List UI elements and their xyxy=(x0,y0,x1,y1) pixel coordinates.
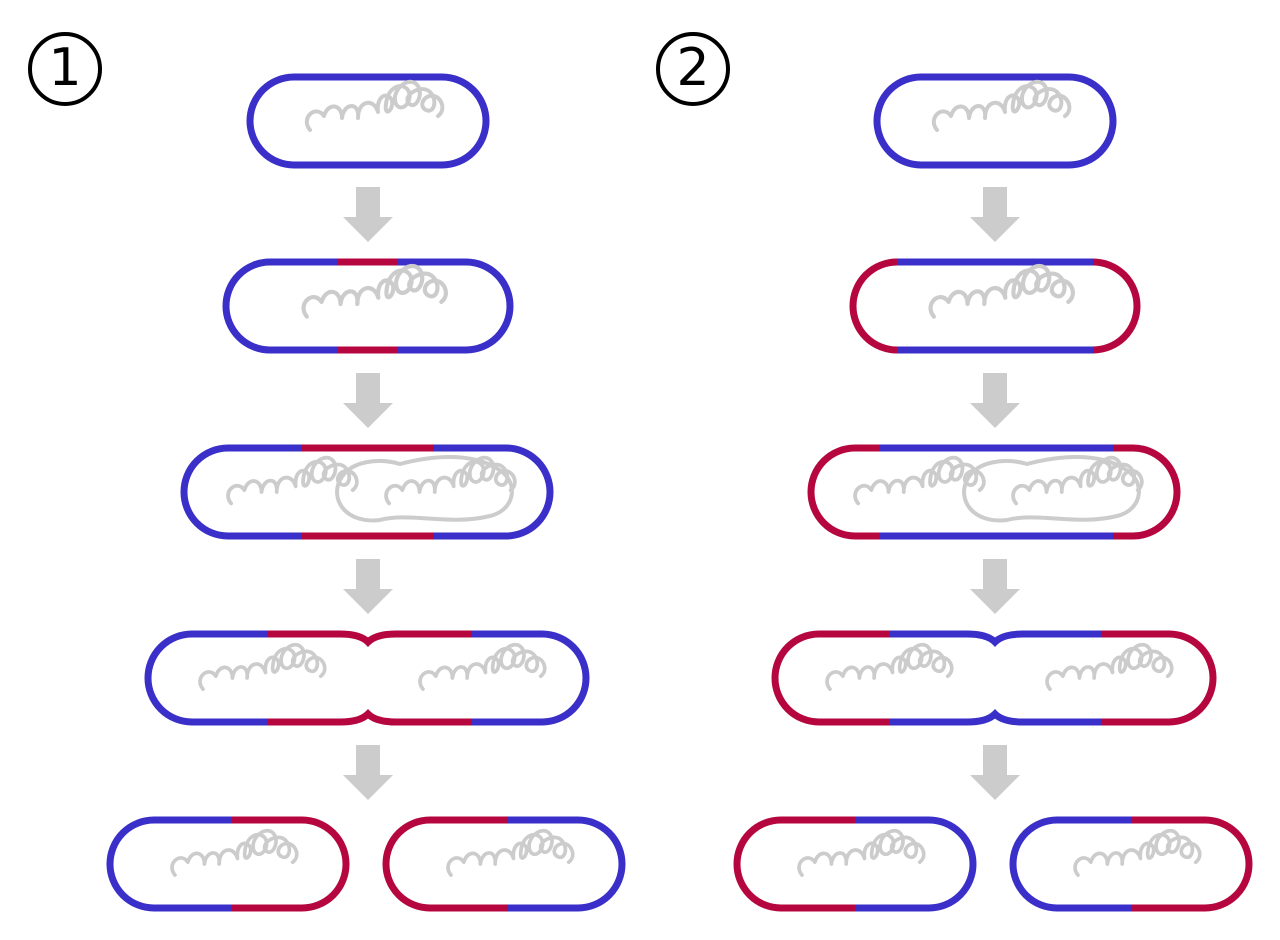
cell-wall-left-cap xyxy=(222,258,271,354)
cell-wall-left-cap xyxy=(1009,816,1058,912)
arrow-down xyxy=(343,373,393,428)
daughter-cell-left xyxy=(106,816,350,912)
stage-initial-cell xyxy=(873,73,1117,169)
arrow-down xyxy=(343,559,393,614)
cell-wall-right-cap xyxy=(505,444,554,540)
cell-wall-right-cap xyxy=(1168,630,1217,726)
septum-pinch-bottom xyxy=(339,709,397,726)
daughter-cell-left xyxy=(733,816,977,912)
cell-wall-right-cap xyxy=(1132,444,1181,540)
chromosome-right xyxy=(1045,642,1174,691)
daughter-cell-right xyxy=(382,816,626,912)
stage-elongation-start xyxy=(222,258,514,354)
cell-wall-right-cap xyxy=(541,630,590,726)
cell-wall-left-cap xyxy=(246,73,295,169)
chromosome xyxy=(797,828,926,877)
stage-elongation-start xyxy=(849,258,1141,354)
chromosome xyxy=(304,79,445,132)
arrow-down xyxy=(970,187,1020,242)
cell-wall-right-cap xyxy=(577,816,626,912)
cell-wall-right-cap xyxy=(465,258,514,354)
chromosome xyxy=(304,266,446,317)
cell xyxy=(180,444,554,540)
cell xyxy=(222,258,514,354)
cell-wall-left-cap xyxy=(771,630,820,726)
cell-wall-left-cap xyxy=(733,816,782,912)
stage-replicated-chromosome xyxy=(180,444,554,540)
cell-wall-right-cap xyxy=(1204,816,1253,912)
stage-daughter-cells xyxy=(106,816,626,912)
cell-wall-right-cap xyxy=(928,816,977,912)
cell xyxy=(873,73,1117,169)
stage-initial-cell xyxy=(246,73,490,169)
cell xyxy=(807,444,1181,540)
panel-label-2: 2 xyxy=(656,32,730,106)
chromosome-left xyxy=(825,642,954,691)
panel-2-diagram xyxy=(733,73,1253,912)
cell-wall-right-cap xyxy=(1092,258,1141,354)
chromosome xyxy=(446,828,575,877)
arrow-down xyxy=(970,745,1020,800)
panel-1-diagram xyxy=(106,73,626,912)
stage-septum-formation xyxy=(144,630,590,726)
chromosome xyxy=(1073,828,1202,877)
cell-wall-left-cap xyxy=(144,630,193,726)
chromosome xyxy=(170,828,299,877)
arrow-down xyxy=(343,187,393,242)
septum-pinch-top xyxy=(966,630,1024,647)
arrow-down xyxy=(970,559,1020,614)
cell xyxy=(246,73,490,169)
daughter-cell-right xyxy=(1009,816,1253,912)
chromosome-overlap xyxy=(335,455,514,523)
septum-pinch-top xyxy=(339,630,397,647)
stage-septum-formation xyxy=(771,630,1217,726)
cell-wall-right-cap xyxy=(1068,73,1117,169)
stage-replicated-chromosome xyxy=(807,444,1181,540)
cell-wall-left-cap xyxy=(849,258,898,354)
cell-wall-right-cap xyxy=(301,816,350,912)
chromosome xyxy=(931,79,1072,132)
chromosome-right xyxy=(418,642,547,691)
cell-wall-left-cap xyxy=(807,444,856,540)
chromosome xyxy=(931,266,1073,317)
chromosome-left xyxy=(198,642,327,691)
cell-wall-right-cap xyxy=(441,73,490,169)
arrow-down xyxy=(343,745,393,800)
cell-wall-left-cap xyxy=(873,73,922,169)
panel-label-1: 1 xyxy=(28,32,102,106)
arrow-down xyxy=(970,373,1020,428)
cell-wall-left-cap xyxy=(382,816,431,912)
cell-wall-left-cap xyxy=(106,816,155,912)
cell xyxy=(849,258,1141,354)
stage-daughter-cells xyxy=(733,816,1253,912)
septum-pinch-bottom xyxy=(966,709,1024,726)
cell-wall-left-cap xyxy=(180,444,229,540)
chromosome-overlap xyxy=(962,455,1141,523)
